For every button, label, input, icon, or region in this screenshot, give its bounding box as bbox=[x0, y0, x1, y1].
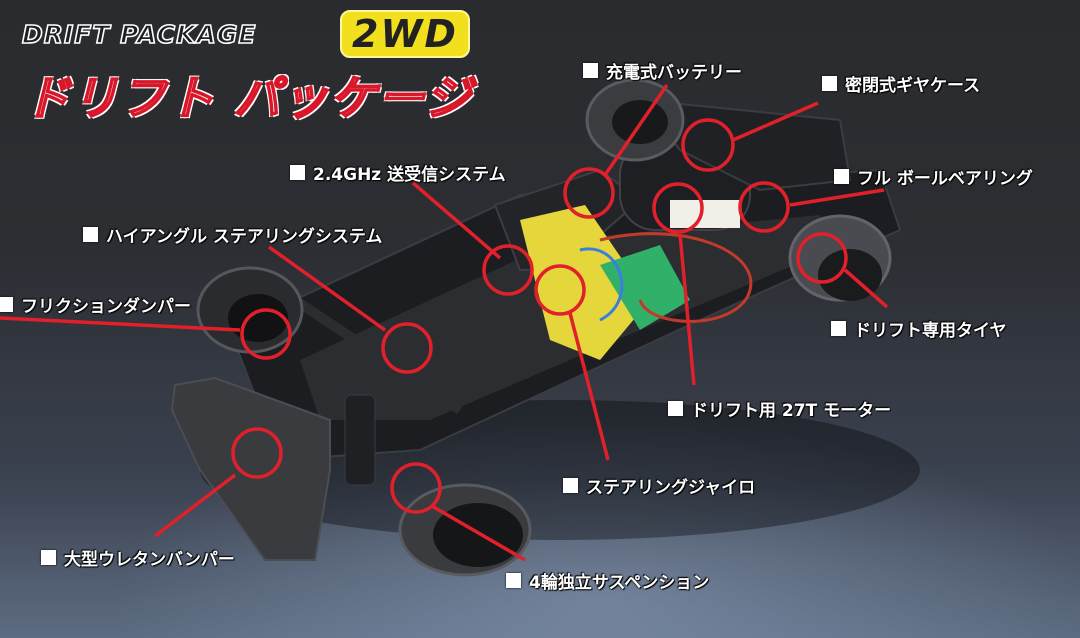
wheel-front-left bbox=[196, 266, 304, 354]
square-bullet-icon bbox=[831, 321, 846, 336]
logo-title-en: DRIFT PACKAGE bbox=[21, 19, 257, 50]
callout-label: フリクションダンパー bbox=[21, 297, 191, 317]
callout-markers bbox=[0, 84, 889, 562]
square-bullet-icon bbox=[668, 401, 683, 416]
callout-label: ドリフト用 27T モーター bbox=[691, 401, 892, 421]
wheel-rear-right bbox=[788, 214, 892, 302]
logo-title-jp: ドリフト パッケージ bbox=[23, 70, 474, 126]
callout-drift-tire: ドリフト専用タイヤ bbox=[831, 316, 1007, 341]
callout-radio-system: 2.4GHz 送受信システム bbox=[290, 160, 506, 185]
callout-steering-gyro: ステアリングジャイロ bbox=[563, 473, 755, 498]
callout-urethane-bumper: 大型ウレタンバンパー bbox=[41, 545, 235, 570]
logo-2wd-badge: 2WD bbox=[340, 10, 470, 58]
callout-label: 4輪独立サスペンション bbox=[529, 573, 710, 593]
callout-motor: ドリフト用 27T モーター bbox=[668, 396, 891, 421]
wheel-front-right bbox=[398, 483, 532, 577]
callout-friction-damper: フリクションダンパー bbox=[0, 292, 191, 317]
callout-label: 2.4GHz 送受信システム bbox=[313, 165, 506, 185]
square-bullet-icon bbox=[41, 550, 56, 565]
square-bullet-icon bbox=[583, 63, 598, 78]
callout-label: ステアリングジャイロ bbox=[586, 478, 756, 498]
callout-ball-bearing: フル ボールベアリング bbox=[834, 164, 1033, 189]
square-bullet-icon bbox=[290, 165, 305, 180]
callout-suspension: 4輪独立サスペンション bbox=[506, 568, 709, 593]
callout-steering-system: ハイアングル ステアリングシステム bbox=[83, 222, 382, 247]
square-bullet-icon bbox=[834, 169, 849, 184]
callout-label: ハイアングル ステアリングシステム bbox=[106, 227, 383, 247]
callout-battery: 充電式バッテリー bbox=[583, 58, 742, 83]
square-bullet-icon bbox=[506, 573, 521, 588]
callout-label: 充電式バッテリー bbox=[606, 63, 742, 83]
square-bullet-icon bbox=[0, 297, 13, 312]
square-bullet-icon bbox=[822, 76, 837, 91]
callout-label: 大型ウレタンバンパー bbox=[64, 550, 235, 570]
callout-label: 密閉式ギヤケース bbox=[845, 76, 981, 96]
wheel-rear-left bbox=[585, 78, 685, 162]
callout-gearcase: 密閉式ギヤケース bbox=[822, 71, 980, 96]
callout-label: ドリフト専用タイヤ bbox=[854, 321, 1007, 341]
callout-label: フル ボールベアリング bbox=[857, 169, 1033, 189]
square-bullet-icon bbox=[563, 478, 578, 493]
square-bullet-icon bbox=[83, 227, 98, 242]
